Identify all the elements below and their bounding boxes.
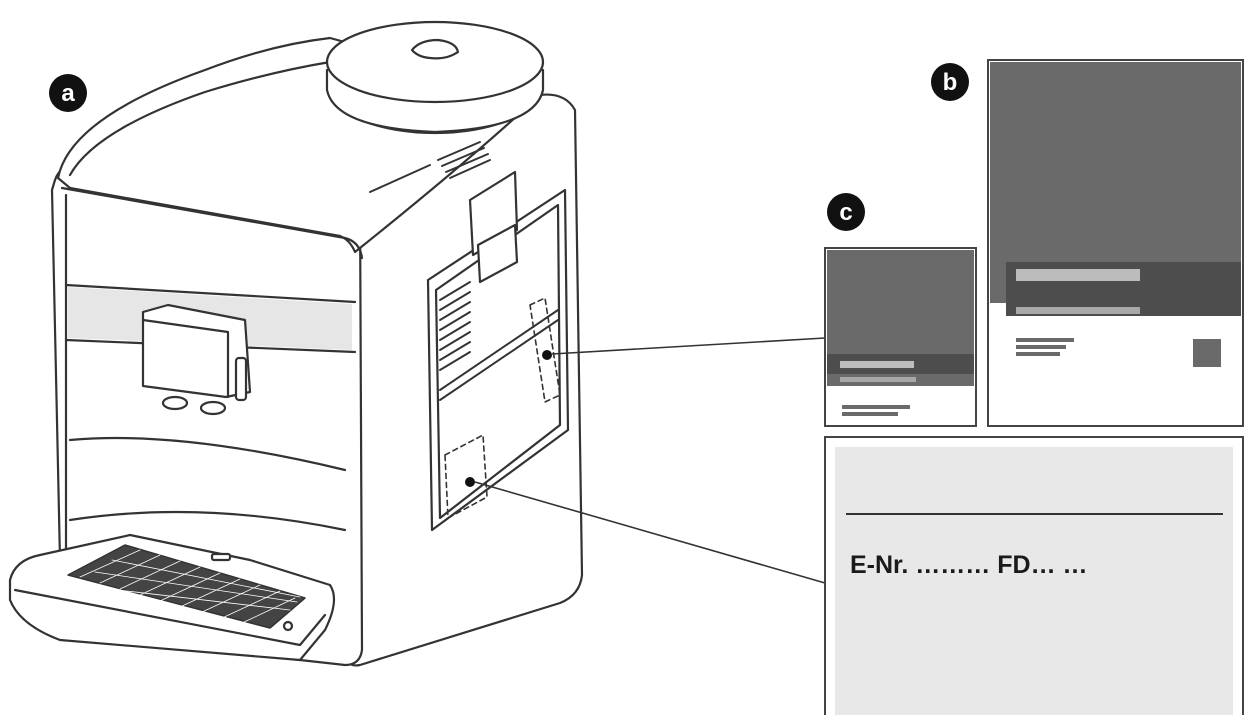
dispensing-area-lower [68, 510, 347, 532]
lid-handle [410, 38, 460, 60]
label-position-upper [529, 297, 561, 403]
coffee-outlet-front [141, 318, 230, 399]
label-b-bar-1 [1016, 269, 1140, 281]
callout-a-circle [49, 74, 87, 112]
label-b-square [1193, 339, 1221, 367]
label-c [824, 247, 977, 427]
bean-container-lid [325, 20, 545, 104]
rating-plate-inner [835, 447, 1233, 715]
coffee-outlet [141, 303, 252, 399]
outlet-slider [234, 356, 248, 402]
service-door-vents [439, 281, 559, 401]
front-band-upper [64, 283, 357, 304]
callout-c-circle [827, 193, 865, 231]
label-c-bar-1 [840, 361, 914, 368]
leader-line-upper [551, 337, 826, 355]
callout-b-circle [931, 63, 969, 101]
service-door-inner [434, 203, 562, 520]
label-c-bar-2 [840, 377, 916, 382]
coffee-machine-illustration [8, 20, 584, 667]
rating-plate: E-Nr. ……… FD… … [824, 436, 1244, 715]
machine-front-top-edge [60, 186, 364, 260]
machine-top-ridge [68, 60, 332, 177]
marker-upper [542, 350, 552, 360]
callout-c: c [827, 193, 865, 231]
label-c-text-line-1 [842, 405, 910, 409]
label-position-lower [444, 434, 488, 519]
callout-b: b [931, 63, 969, 101]
marker-lower [465, 477, 475, 487]
tray-knob [282, 620, 294, 632]
callout-a-label: a [61, 80, 75, 107]
label-b-text-line-1 [1016, 338, 1074, 342]
label-b-text-line-3 [1016, 352, 1060, 356]
tray-float [210, 552, 232, 562]
drip-tray-grid-lines [74, 549, 301, 625]
callout-a: a [49, 74, 87, 112]
callout-c-label: c [839, 199, 852, 226]
outlet-nozzle-right [199, 400, 227, 416]
label-c-text-line-2 [842, 412, 898, 416]
rating-plate-text: E-Nr. ……… FD… … [850, 551, 1088, 579]
callout-b-label: b [943, 69, 958, 96]
dispensing-area [68, 436, 347, 472]
outlet-nozzle-left [161, 395, 189, 411]
drip-tray-rim [13, 588, 327, 647]
top-vents [369, 141, 491, 193]
label-b [987, 59, 1244, 427]
leader-line-lower [474, 481, 826, 584]
label-b-bar-2 [1016, 307, 1140, 314]
water-tank-grip [476, 223, 519, 284]
label-b-text-line-2 [1016, 345, 1066, 349]
